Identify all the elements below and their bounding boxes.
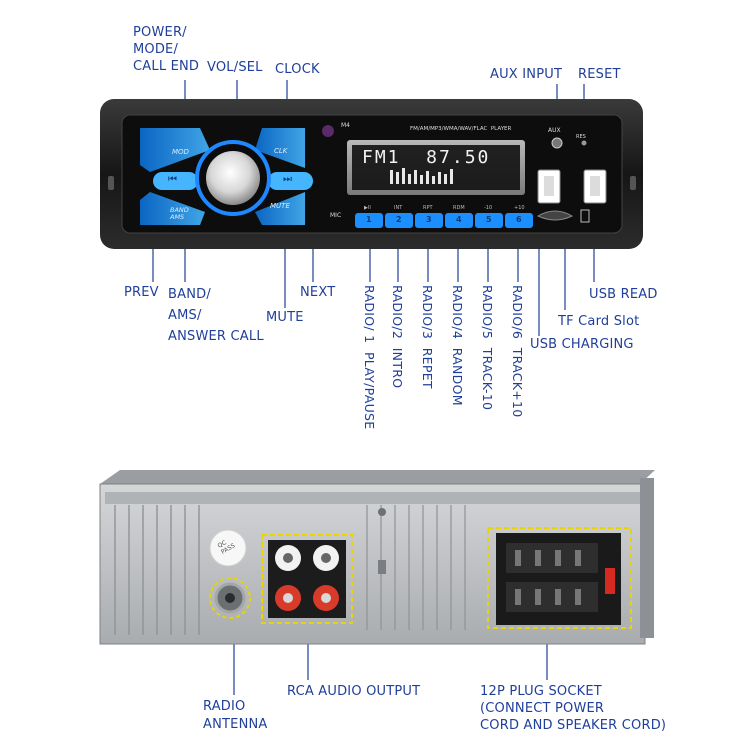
mod-label: MOD [172, 148, 189, 156]
label-radio-3: RADIO/3 REPET [420, 285, 435, 389]
button-tag: INT [394, 205, 403, 211]
label-12p-plug-socket: 12P PLUG SOCKET (CONNECT POWER CORD AND … [480, 684, 667, 733]
label-rca-audio-output: RCA AUDIO OUTPUT [287, 684, 421, 699]
qc-pass-sticker [209, 529, 247, 567]
button-number: 4 [456, 215, 462, 224]
chassis-top-edge [100, 470, 655, 484]
label-radio-6: RADIO/6 TRACK+10 [510, 285, 525, 418]
label-mute: MUTE [266, 310, 304, 325]
button-tag: ▶II [364, 205, 371, 211]
rca-highlight [261, 534, 353, 624]
aux-port-label: AUX [548, 127, 561, 134]
button-tag: -10 [484, 205, 493, 211]
ir-sensor-icon [322, 125, 334, 137]
button-number: 5 [486, 215, 492, 224]
res-port-label: RES [576, 134, 586, 140]
button-tag: RDM [453, 205, 465, 211]
label-clock: CLOCK [275, 62, 320, 77]
label-radio-1: RADIO/ 1 PLAY/PAUSE [362, 285, 377, 430]
label-usb-charging: USB CHARGING [530, 337, 634, 352]
volume-knob[interactable] [206, 151, 260, 205]
device-formats: FM/AM/MP3/WMA/WAV/FLAC PLAYER [410, 126, 512, 132]
button-number: 6 [516, 215, 522, 224]
label-radio-antenna: RADIO ANTENNA [203, 699, 268, 732]
label-next: NEXT [300, 285, 336, 300]
band-ams-label: BAND AMS [170, 206, 189, 221]
label-prev: PREV [124, 285, 159, 300]
preset-button-4[interactable] [445, 213, 473, 228]
mod-button[interactable] [140, 128, 210, 172]
preset-button-6[interactable] [505, 213, 533, 228]
button-number: 1 [366, 215, 372, 224]
button-tag: +10 [514, 205, 525, 211]
label-radio-2: RADIO/2 INTRO [390, 285, 405, 389]
screw-icon [378, 508, 386, 516]
fuse-icon [605, 568, 615, 594]
label-aux-input: AUX INPUT [490, 67, 563, 82]
prev-button[interactable] [153, 172, 198, 190]
button-number: 2 [396, 215, 402, 224]
device-model: M4 [341, 122, 350, 129]
clk-button[interactable] [255, 128, 305, 168]
preset-button-2[interactable] [385, 213, 413, 228]
button-tag: RPT [423, 205, 433, 211]
tf-card-slot[interactable] [536, 210, 574, 221]
label-power-mode-call-end: POWER/ MODE/ CALL END [133, 25, 200, 74]
mute-button[interactable] [255, 192, 305, 225]
preset-button-5[interactable] [475, 213, 503, 228]
mute-label: MUTE [270, 202, 290, 210]
antenna-highlight [209, 577, 251, 619]
button-number: 3 [426, 215, 432, 224]
label-band-ams-answer-call: BAND/ AMS/ ANSWER CALL [168, 287, 264, 344]
clk-label: CLK [274, 147, 288, 155]
label-tf-card-slot: TF Card Slot [558, 314, 640, 329]
band-ams-button[interactable] [140, 192, 205, 225]
preset-button-1[interactable] [355, 213, 383, 228]
rca-jacks [275, 545, 339, 611]
label-usb-read: USB READ [589, 287, 658, 302]
lcd-text: FM1 87.50 [362, 147, 491, 168]
preset-buttons [355, 213, 533, 228]
chassis-side [640, 478, 654, 638]
aux-input-jack[interactable] [551, 137, 563, 149]
label-radio-4: RADIO/4 RANDOM [450, 285, 465, 406]
label-radio-5: RADIO/5 TRACK-10 [480, 285, 495, 411]
label-vol-sel: VOL/SEL [207, 60, 263, 75]
mic-label: MIC [330, 212, 342, 219]
label-reset: RESET [578, 67, 621, 82]
plug-socket-highlight [487, 527, 632, 629]
next-symbol: ⏭ [283, 174, 292, 185]
reset-hole[interactable] [581, 140, 587, 146]
next-button[interactable] [268, 172, 313, 190]
lcd-spectrum [390, 168, 453, 184]
prev-symbol: ⏮ [168, 174, 177, 185]
preset-button-3[interactable] [415, 213, 443, 228]
